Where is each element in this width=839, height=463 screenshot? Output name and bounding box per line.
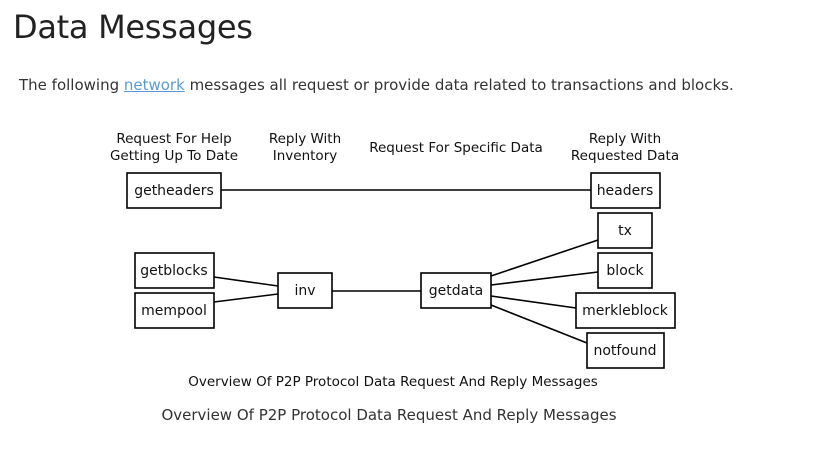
node-mempool: mempool [134, 292, 215, 329]
intro-paragraph: The following network messages all reque… [19, 76, 734, 94]
node-inv-label: inv [294, 283, 315, 299]
node-merkleblock: merkleblock [575, 292, 676, 329]
figure-caption: Overview Of P2P Protocol Data Request An… [161, 406, 617, 424]
node-headers: headers [590, 172, 661, 209]
node-getdata-label: getdata [429, 283, 484, 299]
node-notfound: notfound [586, 332, 665, 369]
header-reply-requested-line2: Requested Data [571, 148, 679, 164]
node-getheaders: getheaders [126, 172, 222, 209]
edge-getdata-notfound [490, 304, 588, 344]
node-getblocks-label: getblocks [140, 263, 207, 279]
node-getdata: getdata [420, 272, 492, 309]
node-headers-label: headers [597, 183, 654, 199]
node-inv: inv [277, 272, 333, 309]
header-reply-inventory-line1: Reply With [269, 131, 341, 147]
node-tx: tx [597, 212, 653, 249]
node-getblocks: getblocks [134, 252, 215, 289]
node-mempool-label: mempool [141, 303, 207, 319]
node-block: block [597, 252, 653, 289]
intro-text-before: The following [19, 76, 124, 94]
header-request-help-line1: Request For Help [116, 131, 231, 147]
node-block-label: block [606, 263, 644, 279]
node-getheaders-label: getheaders [134, 183, 214, 199]
diagram-caption: Overview Of P2P Protocol Data Request An… [188, 374, 598, 390]
edge-getblocks-inv [213, 276, 279, 287]
header-request-help-line2: Getting Up To Date [110, 148, 238, 164]
edge-getdata-merkleblock [490, 295, 577, 309]
diagram-edges [213, 189, 599, 344]
edge-mempool-inv [213, 293, 279, 303]
edge-getdata-block [490, 271, 599, 286]
intro-text-after: messages all request or provide data rel… [184, 76, 734, 94]
header-reply-requested-line1: Reply With [589, 131, 661, 147]
node-notfound-label: notfound [593, 343, 656, 359]
node-merkleblock-label: merkleblock [582, 303, 669, 319]
network-link[interactable]: network [123, 76, 185, 94]
header-request-specific-data: Request For Specific Data [369, 140, 543, 156]
header-reply-inventory-line2: Inventory [273, 148, 337, 164]
node-tx-label: tx [618, 223, 632, 239]
edge-getdata-tx [490, 239, 599, 277]
page-title: Data Messages [13, 8, 253, 46]
